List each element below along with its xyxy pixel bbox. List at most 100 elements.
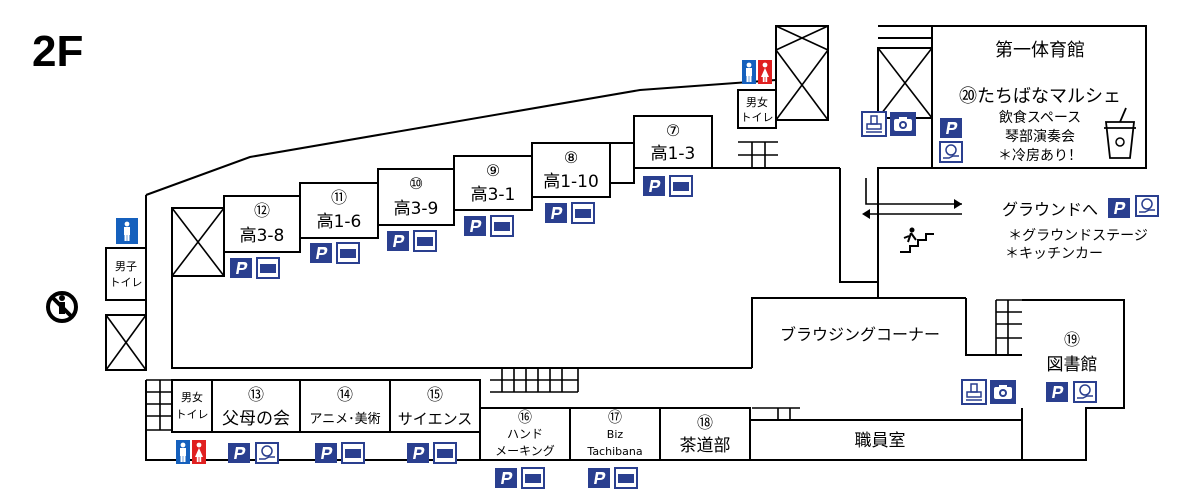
room-17-number: ⑰ [608,410,622,426]
ground-line1: ＊グラウンドステージ [1008,228,1148,244]
gym-line1: 飲食スペース [999,109,1081,126]
mf-toilet-icon [742,60,772,84]
pay-badge [495,468,517,488]
toilet-mf-bottom-line2: トイレ [176,408,209,421]
pay-badge [1046,382,1068,402]
room-12 [223,195,301,253]
gym-line2: 琴部演奏会 [1005,129,1075,145]
toilet-mf-bottom-line1: 男女 [181,390,203,404]
pay-badge [228,443,250,463]
room-19-number: ⑲ [1064,330,1080,349]
room-7-name: 高1-3 [651,144,696,164]
toilet-male-left-line1: 男子 [115,260,137,273]
room-7-number: ⑦ [666,121,680,140]
mf-toilet-icon-bottom [176,440,206,464]
pay-badge [315,443,337,463]
yen-badge [1135,195,1159,217]
yen-badge [1073,381,1097,403]
ticket-badge [336,242,360,264]
room-16-line1: ハンド [507,427,543,441]
gym-title: 第一体育館 [995,40,1085,61]
ticket-badge [256,257,280,279]
room-19-name: 図書館 [1047,355,1098,375]
pay-badge [643,176,665,196]
toilet-mf-top [737,89,777,129]
room-13-name: 父母の会 [222,409,290,429]
gym-badges [861,111,963,163]
camera-icon [890,112,916,136]
no-entry-icon [46,291,78,323]
pay-badge [230,258,252,278]
pay-badge [464,216,486,236]
browsing-corner-label: ブラウジングコーナー [780,325,940,344]
room-9-name: 高3-1 [471,185,516,205]
bottom-rooms [171,379,1023,461]
yen-badge [255,442,279,464]
room-10-number: ⑩ [409,174,423,193]
staff-room [749,419,1023,461]
camera-icon [990,380,1016,404]
room-17-line1: Biz [607,428,624,441]
pay-badge [310,243,332,263]
ticket-badge [490,215,514,237]
pay-badge [588,468,610,488]
pay-badge [1108,198,1130,218]
room-15-number: ⑮ [427,385,443,404]
toilet-male-left-line2: トイレ [110,276,143,289]
toilet-mf-bottom [171,379,213,433]
floor-label: 2F [32,27,83,76]
ticket-badge [433,442,457,464]
toilet-mf-top-line2: トイレ [741,111,774,124]
room-9-number: ⑨ [486,161,500,180]
ticket-badge [669,175,693,197]
gym-event: ⑳たちばなマルシェ [959,86,1121,107]
stamp-icon [861,111,887,137]
male-toilet-icon [116,218,138,244]
pay-badge [940,118,962,138]
drink-cup-icon [1104,107,1136,159]
room-18-number: ⑱ [697,413,713,432]
toilet-mf-top-line1: 男女 [746,95,768,109]
yen-badge [939,141,963,163]
top-classrooms [223,115,840,253]
staff-room-name: 職員室 [855,431,906,451]
room-16-line2: メーキング [495,444,555,458]
toilet-male-left [105,247,147,301]
ticket-badge [413,230,437,252]
stamp-icon [961,379,987,405]
stairs-icon [900,227,934,253]
room-9 [453,155,533,211]
room-12-number: ⑫ [254,201,270,220]
ticket-badge [341,442,365,464]
room-14-number: ⑭ [337,385,353,404]
room-8-number: ⑧ [564,148,578,167]
ticket-badge [614,467,638,489]
room-15-name: サイエンス [398,410,473,428]
pay-badge [407,443,429,463]
pay-badge [545,203,567,223]
room-11-name: 高1-6 [317,212,362,232]
room-13-number: ⑬ [248,385,264,404]
ground-badges [1108,195,1159,218]
ticket-badge [521,467,545,489]
room-16 [479,407,571,461]
library-badges [961,379,1097,405]
room-17-line2: Tachibana [586,445,642,458]
pay-badge [387,231,409,251]
room-10 [377,168,455,226]
ticket-badge [571,202,595,224]
room-12-name: 高3-8 [240,226,285,246]
ground-arrows [862,178,962,219]
ground-line2: ＊キッチンカー [1005,246,1103,262]
crossed-boxes [105,25,933,371]
room-16-number: ⑯ [518,410,532,426]
room-13 [211,379,301,433]
room-14-name: アニメ･美術 [309,412,380,427]
ground-title: グラウンドへ [1002,200,1098,219]
room-11-number: ⑪ [331,188,347,207]
room-8-name: 高1-10 [543,172,599,192]
room-18-name: 茶道部 [680,436,731,456]
room-10-name: 高3-9 [394,199,439,219]
